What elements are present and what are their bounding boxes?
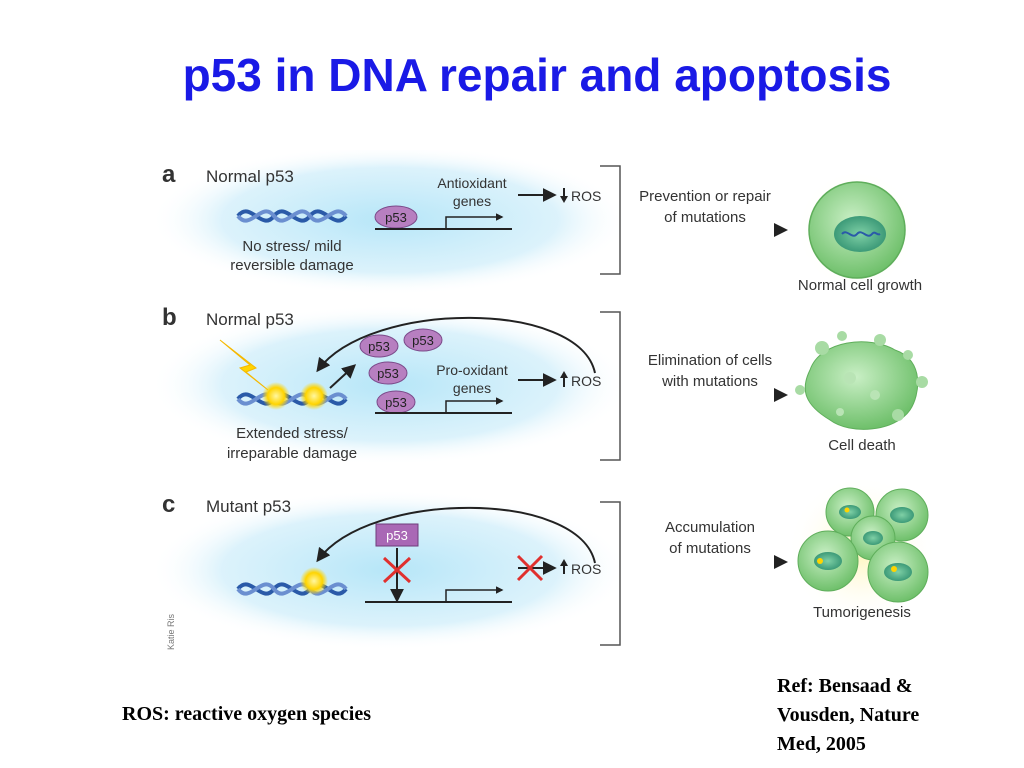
inhibit-x-icon xyxy=(516,554,544,582)
background-glow xyxy=(150,305,630,465)
background-glow xyxy=(150,490,630,650)
dying-cell-icon xyxy=(795,331,928,430)
outcome-text-line2: of mutations xyxy=(669,540,751,557)
p53-protein: p53 xyxy=(359,334,399,358)
cell-label: Normal cell growth xyxy=(798,277,922,294)
panel-letter: b xyxy=(162,304,177,331)
ros-up-arrow-icon xyxy=(560,559,568,574)
panel-heading: Normal p53 xyxy=(206,310,294,329)
svg-text:p53: p53 xyxy=(385,210,407,225)
p53-protein: p53 xyxy=(368,361,408,385)
p53-figure: a Normal p53 No stress/ mild reversible … xyxy=(150,150,937,650)
svg-text:p53: p53 xyxy=(386,528,408,543)
slide-title: p53 in DNA repair and apoptosis xyxy=(182,49,892,101)
panel-letter: c xyxy=(162,491,175,518)
ros-up-arrow-icon xyxy=(560,371,568,387)
tumor-cells-icon xyxy=(787,475,937,625)
svg-text:p53: p53 xyxy=(377,366,399,381)
mutant-p53-protein: p53 xyxy=(375,523,419,547)
bracket xyxy=(600,501,621,646)
normal-cell-icon xyxy=(797,170,917,290)
activation-arrow xyxy=(329,364,357,389)
p53-protein: p53 xyxy=(376,390,416,414)
panel-b: b Normal p53 Extended stress/ irreparabl… xyxy=(150,304,928,465)
reference: Ref: Bensaad & Vousden, Nature Med, 2005 xyxy=(777,672,977,759)
outcome-text-line2: of mutations xyxy=(664,209,746,226)
reference-line: Med, 2005 xyxy=(777,733,866,755)
promoter-arrow xyxy=(445,397,504,413)
panel-heading: Mutant p53 xyxy=(206,497,291,516)
dna-caption-line1: No stress/ mild xyxy=(242,238,341,255)
outcome-text-line1: Prevention or repair xyxy=(639,188,771,205)
cell-label: Cell death xyxy=(828,437,896,454)
p53-protein: p53 xyxy=(374,205,418,229)
dna-caption-line1: Extended stress/ xyxy=(236,425,349,442)
damage-flash-icon xyxy=(300,382,328,410)
panel-heading: Normal p53 xyxy=(206,167,294,186)
outcome-text-line1: Accumulation xyxy=(665,519,755,536)
p53-protein: p53 xyxy=(403,328,443,352)
feedback-arrow xyxy=(316,506,596,564)
svg-text:p53: p53 xyxy=(385,395,407,410)
ros-down-arrow-icon xyxy=(560,188,568,203)
feedback-arrow xyxy=(316,316,596,374)
svg-text:p53: p53 xyxy=(368,339,390,354)
promoter-arrow xyxy=(445,586,504,602)
dna-helix-icon xyxy=(236,209,348,223)
dna-caption-line2: reversible damage xyxy=(230,257,353,274)
ros-label: ROS xyxy=(571,561,601,577)
inhibit-x-icon xyxy=(382,556,412,584)
artist-credit: Katie Ris xyxy=(166,613,176,650)
ros-label: ROS xyxy=(571,373,601,389)
reference-line: Ref: Bensaad & xyxy=(777,675,913,697)
panel-letter: a xyxy=(162,161,176,188)
genes-label-line2: genes xyxy=(453,193,491,209)
genes-label-line1: Antioxidant xyxy=(437,175,506,191)
genes-label-line1: Pro-oxidant xyxy=(436,362,508,378)
panel-c: c Mutant p53 p53 ROS Accumula xyxy=(150,475,937,650)
svg-text:p53: p53 xyxy=(412,333,434,348)
ros-definition: ROS: reactive oxygen species xyxy=(122,703,372,725)
dna-caption-line2: irreparable damage xyxy=(227,445,357,462)
dna-helix-icon xyxy=(236,392,348,406)
damage-flash-icon xyxy=(300,567,328,595)
promoter-arrow xyxy=(445,213,504,229)
damage-flash-icon xyxy=(262,382,290,410)
genes-label-line2: genes xyxy=(453,380,491,396)
ros-label: ROS xyxy=(571,188,601,204)
cell-label: Tumorigenesis xyxy=(813,604,911,621)
reference-line: Vousden, Nature xyxy=(777,704,920,726)
bracket xyxy=(600,311,621,461)
outcome-text-line1: Elimination of cells xyxy=(648,352,772,369)
bracket xyxy=(600,165,621,275)
dna-helix-icon xyxy=(236,582,348,596)
panel-a: a Normal p53 No stress/ mild reversible … xyxy=(150,150,922,295)
outcome-text-line2: with mutations xyxy=(661,373,758,390)
